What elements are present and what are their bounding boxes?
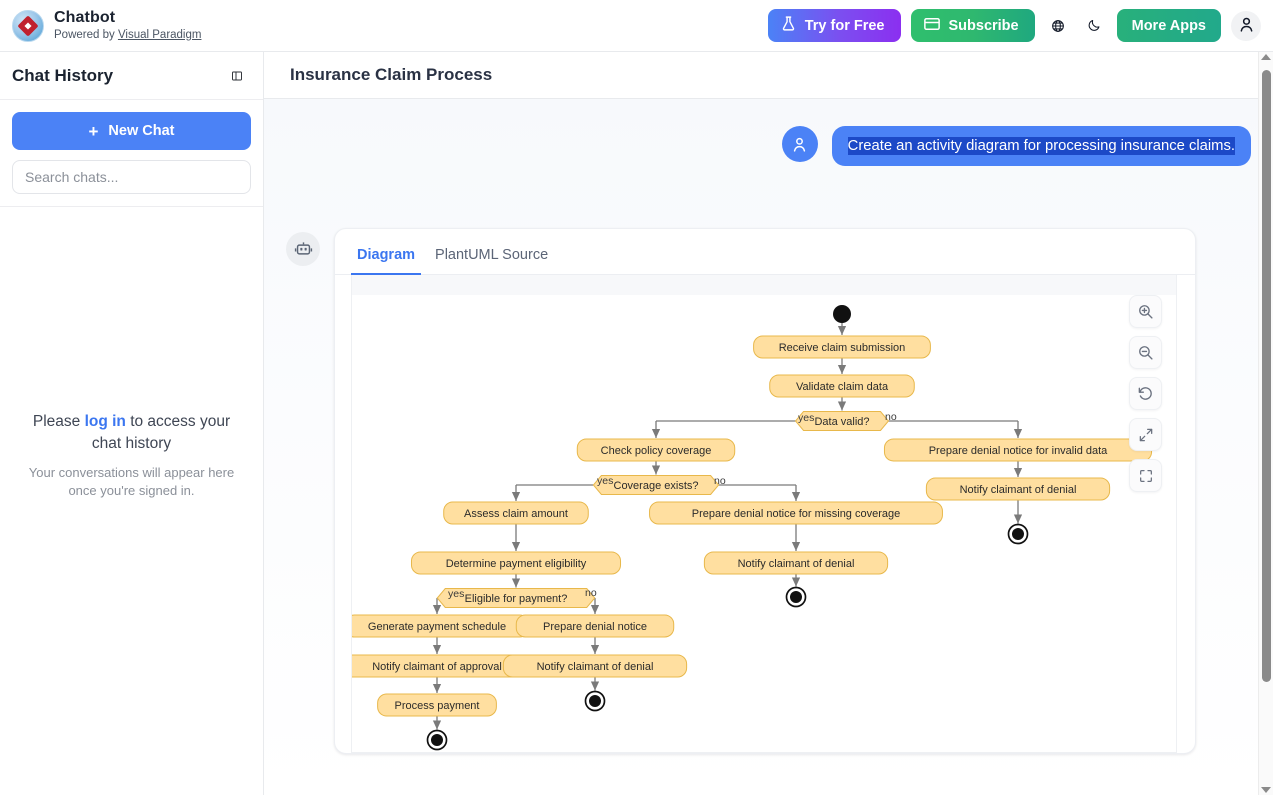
try-for-free-button[interactable]: Try for Free bbox=[767, 9, 901, 42]
panel-toggle-icon[interactable] bbox=[225, 64, 249, 88]
search-chats-wrap bbox=[12, 160, 251, 194]
new-chat-button[interactable]: + New Chat bbox=[12, 112, 251, 150]
chat-scroll-area[interactable]: Create an activity diagram for processin… bbox=[264, 99, 1273, 795]
tab-diagram[interactable]: Diagram bbox=[351, 239, 422, 275]
empty-prefix: Please bbox=[32, 412, 85, 430]
subscribe-button[interactable]: Subscribe bbox=[910, 9, 1035, 42]
svg-text:Prepare denial notice for miss: Prepare denial notice for missing covera… bbox=[692, 508, 901, 520]
brand-text: Chatbot Powered by Visual Paradigm bbox=[54, 9, 201, 41]
reset-icon[interactable] bbox=[1129, 377, 1162, 410]
svg-text:Notify claimant of denial: Notify claimant of denial bbox=[738, 558, 855, 570]
sidebar: Chat History + New Chat Please log in to… bbox=[0, 52, 264, 795]
more-apps-label: More Apps bbox=[1131, 17, 1206, 34]
svg-text:Determine payment eligibility: Determine payment eligibility bbox=[446, 558, 587, 570]
svg-text:yes: yes bbox=[448, 588, 464, 600]
svg-text:Data valid?: Data valid? bbox=[814, 416, 869, 428]
user-message-text: Create an activity diagram for processin… bbox=[847, 137, 1235, 155]
svg-text:no: no bbox=[885, 411, 897, 423]
search-chats-input[interactable] bbox=[12, 160, 251, 194]
visual-paradigm-logo-icon bbox=[12, 9, 44, 42]
subscribe-label: Subscribe bbox=[948, 17, 1019, 34]
canvas-toolbar bbox=[1129, 295, 1162, 492]
tab-plantuml-source[interactable]: PlantUML Source bbox=[429, 239, 554, 275]
empty-suffix: to access your chat history bbox=[91, 412, 231, 453]
diagram-tabs: Diagram PlantUML Source bbox=[335, 229, 1195, 275]
globe-icon[interactable] bbox=[1045, 13, 1071, 39]
svg-text:Coverage exists?: Coverage exists? bbox=[614, 480, 699, 492]
scroll-down-arrow-icon[interactable] bbox=[1261, 787, 1271, 793]
svg-text:Notify claimant of denial: Notify claimant of denial bbox=[960, 484, 1077, 496]
sidebar-empty-message: Please log in to access your chat histor… bbox=[22, 411, 241, 456]
svg-text:Assess claim amount: Assess claim amount bbox=[464, 508, 568, 520]
bot-message-row: Diagram PlantUML Source bbox=[286, 166, 1251, 754]
scrollbar-thumb[interactable] bbox=[1262, 70, 1271, 682]
svg-text:Notify claimant of approval: Notify claimant of approval bbox=[372, 661, 502, 673]
powered-by-prefix: Powered by bbox=[54, 28, 118, 41]
main-panel: Insurance Claim Process Create an activi… bbox=[264, 52, 1273, 795]
page-title: Insurance Claim Process bbox=[290, 65, 493, 84]
svg-text:no: no bbox=[585, 587, 597, 599]
svg-text:Notify claimant of denial: Notify claimant of denial bbox=[537, 661, 654, 673]
sidebar-empty-subtext: Your conversations will appear here once… bbox=[28, 464, 235, 499]
diagram-card: Diagram PlantUML Source bbox=[334, 228, 1196, 754]
sidebar-header: Chat History bbox=[0, 52, 263, 100]
main-header: Insurance Claim Process bbox=[264, 52, 1273, 99]
zoom-out-icon[interactable] bbox=[1129, 336, 1162, 369]
svg-text:Validate claim data: Validate claim data bbox=[796, 381, 889, 393]
account-avatar-button[interactable] bbox=[1231, 10, 1261, 41]
svg-text:yes: yes bbox=[798, 412, 814, 424]
user-message-row: Create an activity diagram for processin… bbox=[286, 99, 1251, 166]
try-for-free-label: Try for Free bbox=[804, 17, 885, 34]
sidebar-title: Chat History bbox=[12, 65, 114, 85]
new-chat-label: New Chat bbox=[108, 123, 175, 139]
moon-icon[interactable] bbox=[1081, 13, 1107, 39]
fullscreen-icon[interactable] bbox=[1129, 459, 1162, 492]
flask-icon bbox=[780, 15, 797, 36]
user-avatar-icon bbox=[781, 126, 818, 162]
svg-text:Prepare denial notice for inva: Prepare denial notice for invalid data bbox=[929, 445, 1108, 457]
top-bar-actions: Try for Free Subscribe More Apps bbox=[767, 9, 1273, 42]
brand: Chatbot Powered by Visual Paradigm bbox=[0, 9, 201, 42]
sidebar-controls: + New Chat bbox=[0, 100, 263, 207]
app-title: Chatbot bbox=[54, 9, 116, 27]
svg-text:Eligible for payment?: Eligible for payment? bbox=[465, 593, 568, 605]
user-message-bubble: Create an activity diagram for processin… bbox=[831, 126, 1251, 166]
user-icon bbox=[1237, 15, 1256, 37]
more-apps-button[interactable]: More Apps bbox=[1116, 9, 1221, 42]
plus-icon: + bbox=[88, 121, 99, 141]
robot-icon bbox=[286, 232, 320, 266]
top-bar: Chatbot Powered by Visual Paradigm Try f… bbox=[0, 0, 1273, 52]
sidebar-empty-state: Please log in to access your chat histor… bbox=[0, 207, 263, 795]
svg-text:no: no bbox=[714, 475, 726, 487]
page-scrollbar[interactable] bbox=[1258, 52, 1273, 795]
scroll-up-arrow-icon[interactable] bbox=[1261, 54, 1271, 60]
svg-text:Receive claim submission: Receive claim submission bbox=[779, 342, 906, 354]
card-icon bbox=[923, 15, 941, 37]
svg-text:yes: yes bbox=[597, 475, 613, 487]
log-in-link[interactable]: log in bbox=[84, 412, 126, 430]
svg-text:Prepare denial notice: Prepare denial notice bbox=[543, 621, 647, 633]
zoom-in-icon[interactable] bbox=[1129, 295, 1162, 328]
visual-paradigm-link[interactable]: Visual Paradigm bbox=[117, 28, 202, 41]
svg-text:Check policy coverage: Check policy coverage bbox=[601, 445, 712, 457]
powered-by: Powered by Visual Paradigm bbox=[54, 29, 201, 41]
svg-text:Process payment: Process payment bbox=[395, 700, 480, 712]
svg-text:Generate payment schedule: Generate payment schedule bbox=[368, 621, 506, 633]
expand-icon[interactable] bbox=[1129, 418, 1162, 451]
